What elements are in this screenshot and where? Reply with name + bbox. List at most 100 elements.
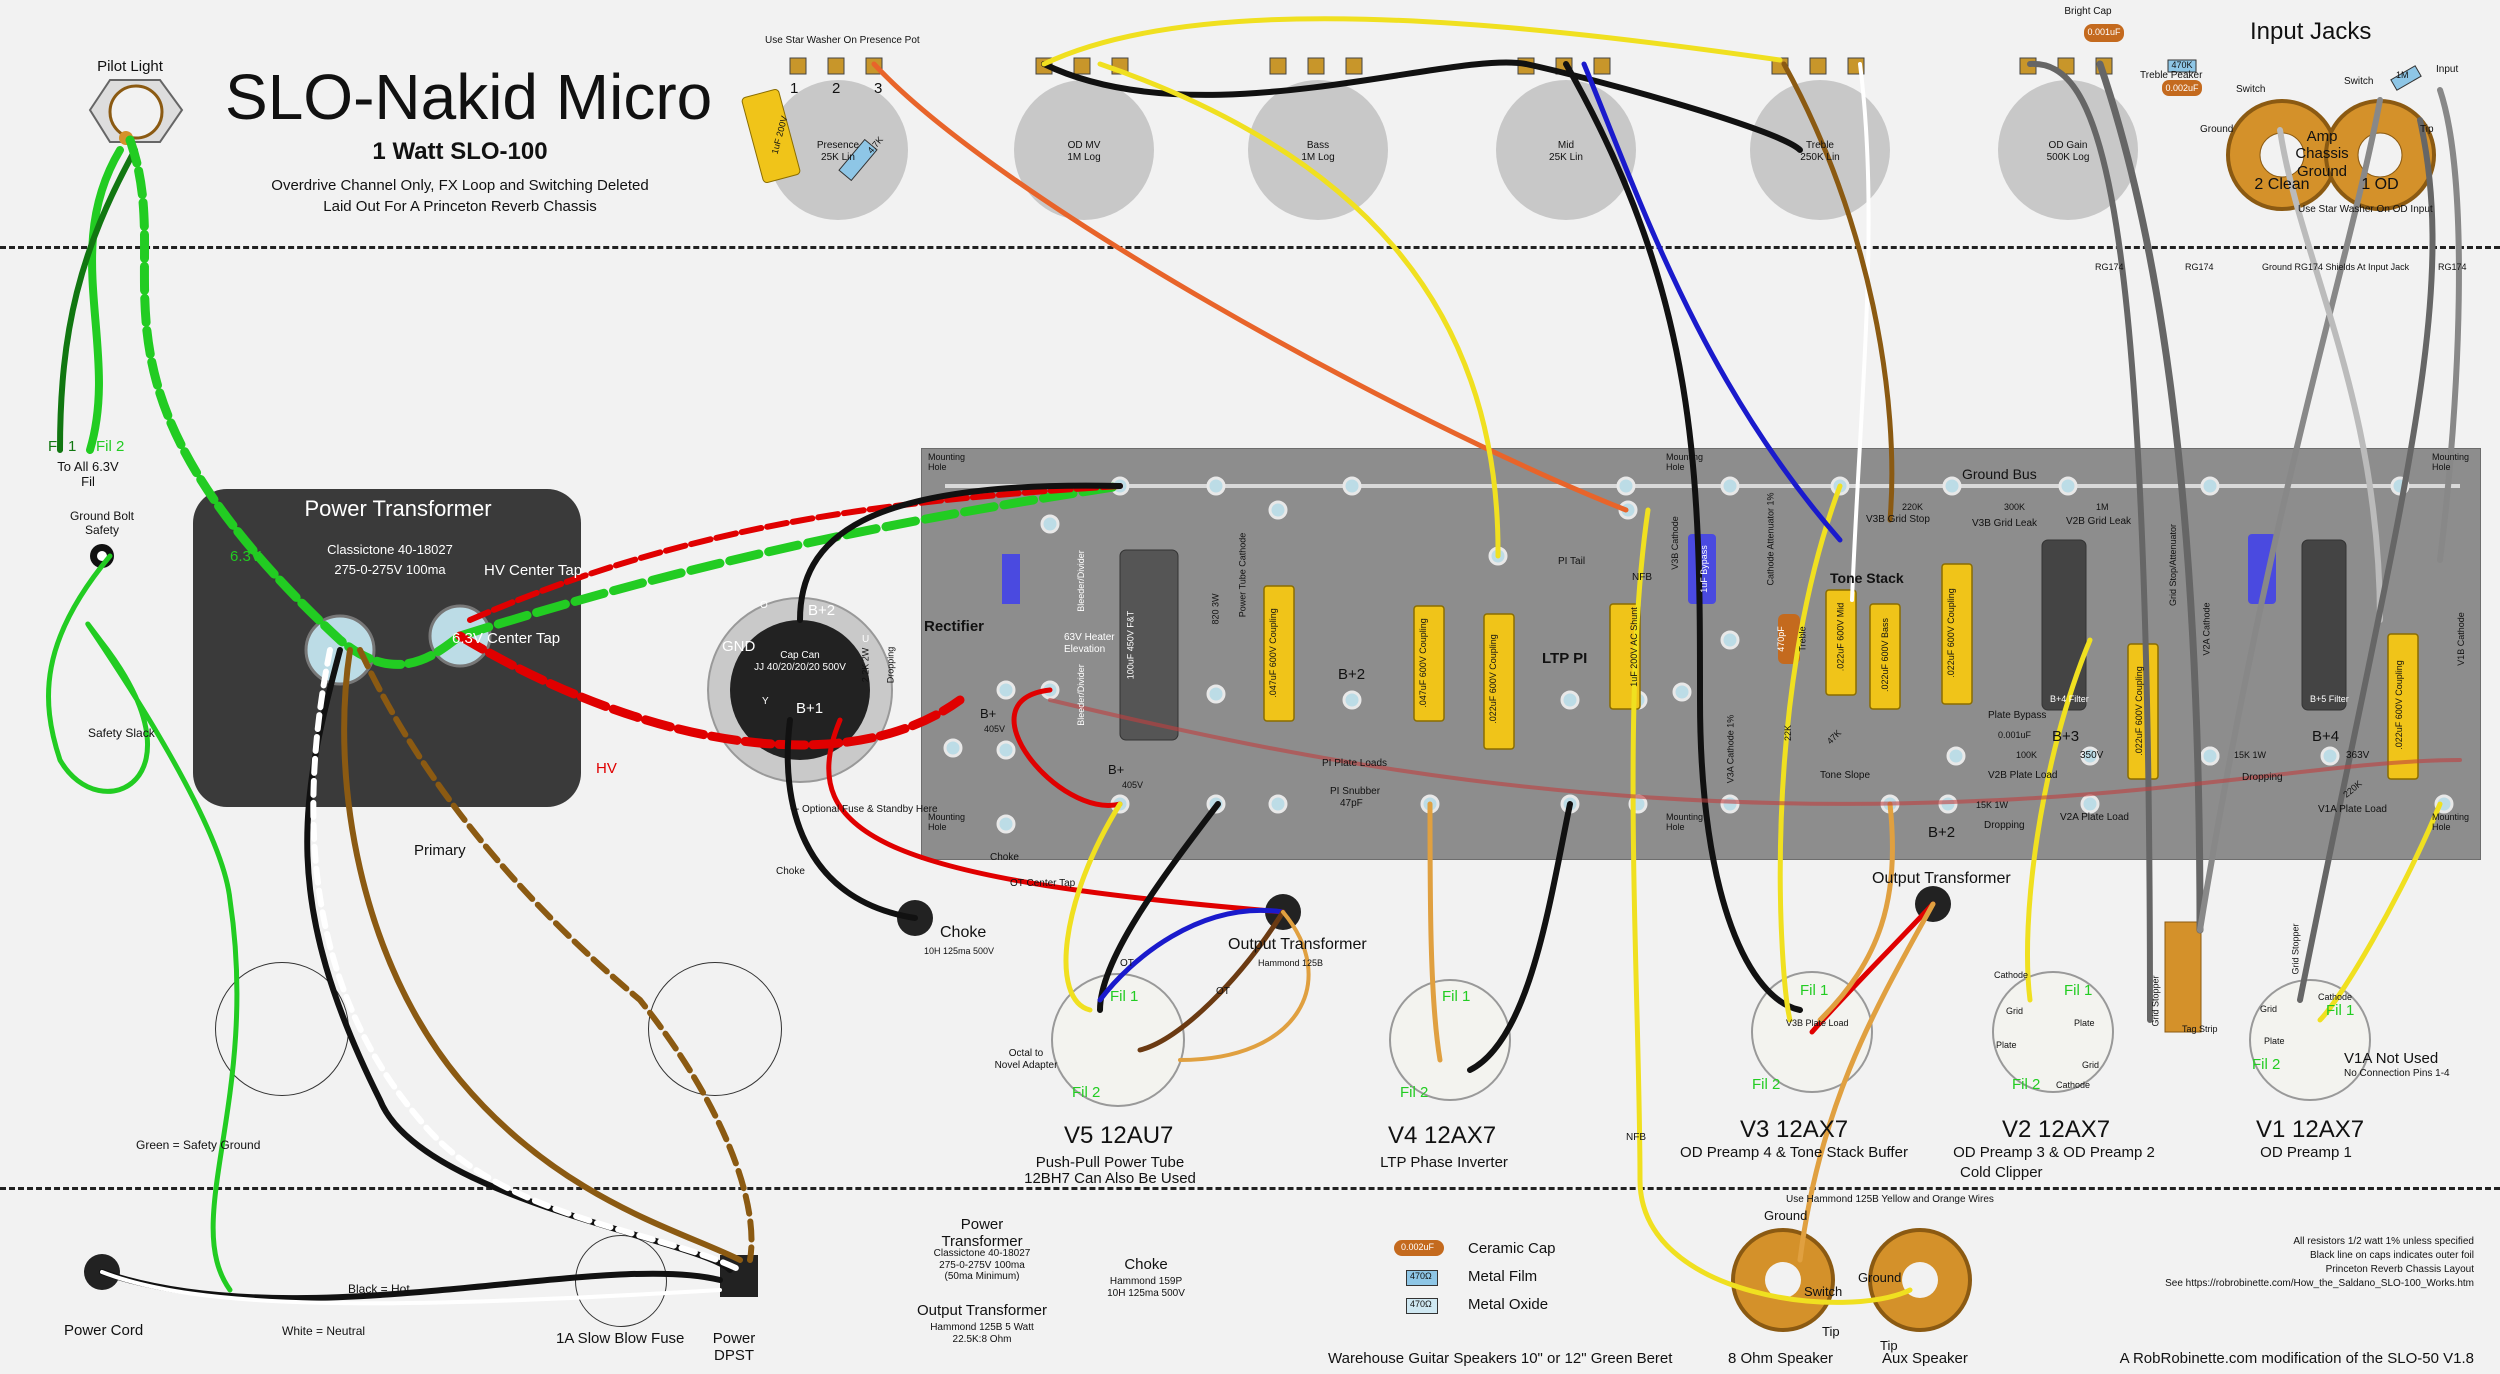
od-gain-pot[interactable] (1998, 80, 2138, 220)
legend-metal-oxide-value: 470Ω (1410, 1299, 1432, 1309)
amp-chassis-ground-label: Amp Chassis Ground (2295, 128, 2349, 180)
switch-label-1: Switch (2236, 84, 2266, 95)
speaker-ground-2: Ground (1858, 1270, 1902, 1285)
v2-plate-2: Plate (2074, 1018, 2095, 1028)
b4-filter-label: B+4 Filter (2050, 694, 2089, 704)
v3b-grid-stop-label: V3B Grid Stop (1866, 514, 1930, 525)
fuse-label: 1A Slow Blow Fuse (556, 1330, 685, 1347)
octal-adapter-label: Octal to Novel Adapter (994, 1048, 1058, 1071)
ot-spec: Hammond 125B (1258, 958, 1324, 968)
bleeder-label-1: Bleeder/Divider (1075, 550, 1086, 612)
presence-pot[interactable] (768, 80, 908, 220)
ot-center-tap-label: OT Center Tap (1010, 878, 1076, 889)
b5-filter-label: B+5 Filter (2310, 694, 2349, 704)
od-gain-pot-label: OD Gain 500K Log (2046, 140, 2090, 163)
mid-pot-label: Mid 25K Lin (1549, 140, 1583, 163)
pt-legend-spec: Classictone 40-18027 275-0-275V 100ma (5… (933, 1248, 1031, 1282)
bass-pot[interactable] (1248, 80, 1388, 220)
tone-slope-label: Tone Slope (1820, 770, 1871, 781)
v2a-plate-load-label: V2A Plate Load (2060, 812, 2129, 823)
black-hot-label: Black = Hot (348, 1282, 410, 1296)
cap-can-u: U (862, 634, 870, 645)
v2-grid-1: Grid (2006, 1006, 2024, 1016)
ac-shunt-label: 1uF 200V AC Shunt (1628, 607, 1639, 687)
v3b-plate-load-label: V3B Plate Load (1786, 1018, 1849, 1028)
fil1-label: Fil 1 (48, 438, 77, 455)
input-jacks-title: Input Jacks (2250, 18, 2372, 45)
clean-jack-label: 2 Clean (2254, 176, 2310, 193)
ot-wire-label-2: OT (1216, 986, 1230, 997)
bypass-label: 1uF Bypass (1698, 545, 1709, 593)
legend-metal-film: Metal Film (1468, 1268, 1538, 1285)
ot-wire-label-1: OT (1120, 958, 1134, 969)
cap-can-o: O (760, 600, 768, 611)
board-choke-label: Choke (990, 852, 1019, 863)
filter-cap-main (1119, 549, 1179, 741)
filter-cap-b5 (2301, 539, 2347, 711)
rg174-label-b: RG174 (2185, 262, 2214, 272)
rg174-label-c: RG174 (2438, 262, 2467, 272)
mid-pot[interactable] (1496, 80, 1636, 220)
b-plus-label-2: B+ (1108, 762, 1125, 777)
hammond-note: Use Hammond 125B Yellow and Orange Wires (1786, 1194, 1994, 1205)
res-15k-2: 15K 1W (2234, 750, 2267, 760)
rg174-ground-note: Ground RG174 Shields At Input Jack (2262, 262, 2410, 272)
v3b-cathode-label: V3B Cathode (1669, 516, 1680, 570)
bright-cap-value: 0.001uF (2087, 27, 2121, 37)
v2b-plate-load-label: V2B Plate Load (1988, 770, 2058, 781)
pot-pin-1: 1 (790, 80, 799, 97)
dropping-res-label: 2.2K 2W (860, 647, 871, 683)
v5-desc-2: 12BH7 Can Also Be Used (1024, 1170, 1196, 1187)
primary-label: Primary (414, 842, 466, 859)
bass-pot-label: Bass 1M Log (1301, 140, 1335, 163)
choke-legend-title: Choke (1124, 1256, 1168, 1273)
power-cord-label: Power Cord (64, 1322, 144, 1339)
note-1: All resistors 1/2 watt 1% unless specifi… (2293, 1236, 2474, 1247)
ot-label-2: Output Transformer (1872, 870, 2011, 887)
input-label: Input (2436, 64, 2459, 75)
dropping-label-1: Dropping (1984, 820, 2025, 831)
od-mv-pot-label: OD MV 1M Log (1067, 140, 1101, 163)
filter-cap-b4 (2041, 539, 2087, 711)
coupling-047-2: .047uF 600V Coupling (1417, 618, 1428, 708)
chassis-hole-right (648, 962, 782, 1096)
b-plus2-label: B+2 (1338, 666, 1366, 683)
v4-socket (1389, 979, 1511, 1101)
treble-pot[interactable] (1750, 80, 1890, 220)
cap-can-b2: B+2 (808, 602, 836, 619)
v1-desc: OD Preamp 1 (2260, 1144, 2352, 1161)
v2-cathode-1: Cathode (1994, 970, 2029, 980)
bleeder-label-2: Bleeder/Divider (1075, 664, 1086, 726)
b-plus-405-label: 405V (984, 724, 1006, 734)
mounting-hole-3: Mounting Hole (2432, 452, 2470, 473)
presence-pot-label: Presence 25K Lin (816, 140, 860, 163)
v2-fil2: Fil 2 (2012, 1076, 2041, 1093)
v1a-plate-load-label: V1A Plate Load (2318, 804, 2387, 815)
res-22k-label: 22K (1783, 724, 1794, 742)
bass-cap-label: .022uF 600V Bass (1880, 617, 1891, 693)
mounting-hole-6: Mounting Hole (2432, 812, 2470, 833)
v2-desc-2: Cold Clipper (1960, 1164, 2043, 1181)
bypass-cap-v3b (1688, 534, 1716, 604)
v3-fil1: Fil 1 (1800, 982, 1829, 999)
pi-snubber-label: PI Snubber (1330, 786, 1381, 797)
v3-fil2: Fil 2 (1752, 1076, 1781, 1093)
pt-title: Power Transformer (304, 496, 492, 521)
v5-fil2: Fil 2 (1072, 1084, 1101, 1101)
od-mv-pot[interactable] (1014, 80, 1154, 220)
v1a-not-used: V1A Not Used (2344, 1050, 2439, 1067)
v2-socket (1992, 971, 2114, 1093)
cap-can-label: Cap Can JJ 40/20/20/20 500V (754, 650, 846, 673)
star-washer-presence-note: Use Star Washer On Presence Pot (765, 35, 920, 46)
pt-legend-title: Power Transformer (941, 1216, 1023, 1251)
note-3: Princeton Reverb Chassis Layout (2325, 1264, 2474, 1275)
v4-fil1: Fil 1 (1442, 988, 1471, 1005)
page-subtitle: 1 Watt SLO-100 (372, 138, 548, 165)
grid-stopper-label-1: Grid Stopper (2150, 975, 2161, 1027)
pot-pin-3: 3 (874, 80, 883, 97)
coupling-022-3: .022uF 600V Coupling (2133, 666, 2144, 756)
grid-stop-att-label: Grid Stop/Attenuator (2168, 523, 2179, 607)
cap-can-y: Y (762, 696, 769, 707)
choke-label: Choke (940, 924, 987, 941)
presence-resistor (838, 138, 878, 182)
